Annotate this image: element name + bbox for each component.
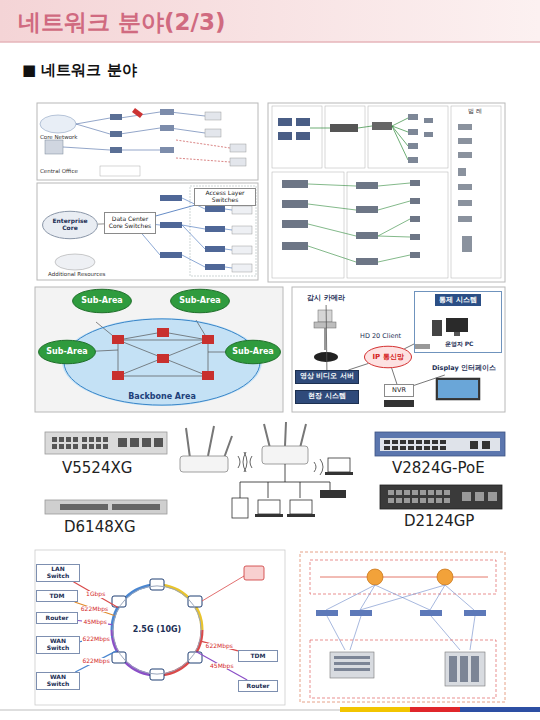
ip-network-text: IP 통신망: [372, 353, 403, 361]
site-system-box-text: 현장 시스템: [308, 393, 345, 400]
connector: [414, 375, 445, 385]
sub-area: Sub-Area: [38, 340, 96, 364]
connector: [348, 363, 368, 370]
panel-caption: Central Office: [40, 168, 78, 174]
device-model: D2124GP: [404, 513, 474, 530]
router-box-text: Router: [247, 683, 270, 690]
ring-network: 2.5G (10G): [112, 585, 202, 675]
connector: [156, 205, 194, 216]
backbone-area-text: Backbone Area: [128, 392, 196, 401]
ring-network-shape: [113, 586, 201, 674]
sub-area-shape: [226, 340, 281, 364]
switch-box: Access Layer Switches: [194, 188, 256, 206]
display-label-text: Display 인터페이스: [432, 365, 496, 372]
router-box: Router: [238, 680, 278, 692]
sub-area-shape: [39, 340, 96, 364]
connector: [201, 641, 238, 651]
server-box: 영상 비디오 서버: [295, 370, 359, 384]
sub-area-text: Sub-Area: [46, 347, 87, 356]
sub-area-shape: [171, 289, 230, 313]
sub-area: Sub-Area: [225, 340, 281, 364]
wan-switch-text: WAN Switch: [39, 674, 77, 688]
tdm-box-text: TDM: [49, 593, 64, 600]
cloud-node: Enterprise Core: [42, 211, 98, 239]
switch-box: Data Center Core Switches: [104, 212, 156, 234]
connector: [75, 651, 117, 672]
connector: [392, 368, 397, 384]
edge-label: 1Gbps: [85, 591, 106, 598]
backbone-area-shape: [64, 319, 260, 405]
router-box-text: Router: [46, 615, 69, 622]
sub-area-shape: [73, 289, 132, 313]
tdm-box: TDM: [238, 650, 278, 662]
pc-label: 운영자 PC: [433, 338, 485, 350]
router-box: Router: [36, 612, 78, 624]
lan-switch-text: LAN Switch: [39, 566, 77, 580]
backbone-area: Backbone Area: [62, 318, 262, 406]
edge-label: 622Mbps: [80, 606, 109, 613]
camera-label-text: 감시 카메라: [307, 294, 344, 302]
edge-label: 622Mbps: [82, 636, 111, 643]
nvr-box-text: NVR: [392, 387, 406, 394]
legend-heading: 범 례: [468, 108, 482, 115]
wan-switch-text: WAN Switch: [39, 638, 77, 652]
camera-label: 감시 카메라: [297, 291, 355, 305]
sub-area: Sub-Area: [170, 289, 230, 313]
display-label: Display 인터페이스: [426, 362, 502, 375]
wan-switch: WAN Switch: [36, 672, 80, 690]
ring-network-text: 2.5G (10G): [133, 625, 182, 634]
ip-network-shape: [364, 346, 411, 368]
control-system-region: 통제 시스템운영자 PC: [414, 291, 502, 353]
cloud-node-shape: [43, 211, 98, 238]
sub-area-text: Sub-Area: [232, 347, 273, 356]
device-model: V5524XG: [62, 460, 132, 477]
sub-area-text: Sub-Area: [81, 296, 122, 305]
control-system-region-text: 통제 시스템: [435, 294, 480, 306]
cloud-node-text: Enterprise Core: [46, 218, 94, 232]
connector: [404, 344, 414, 349]
panel-caption: Core Network: [40, 134, 77, 140]
sub-area: Sub-Area: [72, 289, 132, 313]
connector: [75, 602, 115, 616]
client-label: HD 20 Client: [360, 333, 401, 340]
server-box-text: 영상 비디오 서버: [300, 373, 354, 380]
device-model: D6148XG: [64, 519, 136, 536]
lan-switch: LAN Switch: [36, 564, 80, 582]
edge-label: 45Mbps: [82, 619, 108, 626]
device-model: V2824G-PoE: [392, 460, 485, 477]
edge-label: 622Mbps: [81, 658, 110, 665]
connector: [326, 305, 328, 370]
site-system-box: 현장 시스템: [295, 390, 359, 404]
nvr-box: NVR: [384, 384, 414, 397]
connector: [80, 637, 113, 642]
tdm-box: TDM: [36, 590, 78, 602]
section-heading: ■ 네트워크 분야: [22, 62, 137, 79]
pc-label-text: 운영자 PC: [445, 341, 474, 348]
edge-label: 45Mbps: [209, 663, 235, 670]
page-title: 네트워크 분야(2/3): [18, 7, 225, 38]
switch-box-text: Data Center Core Switches: [107, 216, 153, 230]
edge-label: 622Mbps: [205, 643, 234, 650]
switch-box-text: Access Layer Switches: [197, 190, 253, 204]
ip-network: IP 통신망: [364, 346, 412, 368]
sub-area-text: Sub-Area: [179, 296, 220, 305]
tdm-box-text: TDM: [250, 653, 265, 660]
panel-caption: Additional Resources: [48, 271, 105, 277]
wan-switch: WAN Switch: [36, 636, 80, 654]
